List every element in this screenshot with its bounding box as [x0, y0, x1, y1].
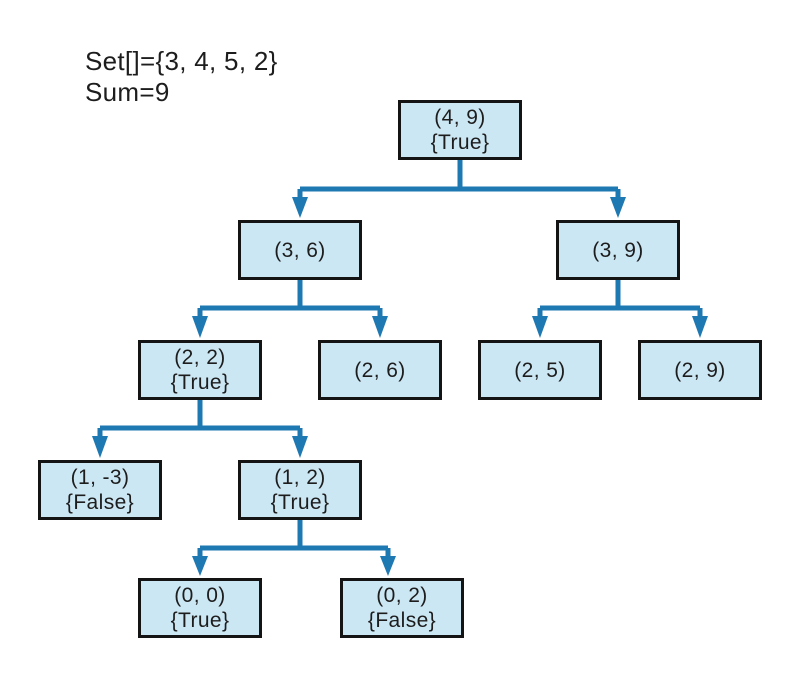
tree-node-2-2: (2, 2) {True}: [138, 340, 262, 400]
tree-node-2-9: (2, 9): [638, 340, 762, 400]
arrowhead-icon: [192, 556, 208, 576]
node-label: (2, 9): [674, 358, 726, 382]
tree-node-0-0: (0, 0) {True}: [138, 578, 262, 638]
arrowhead-icon: [192, 316, 208, 338]
node-status: {True}: [170, 371, 230, 394]
node-label: (2, 5): [514, 358, 566, 382]
node-label: (0, 2): [376, 584, 428, 607]
node-status: {True}: [170, 609, 230, 632]
tree-node-3-9: (3, 9): [556, 220, 680, 280]
arrowhead-icon: [532, 316, 548, 338]
tree-node-2-5: (2, 5): [478, 340, 602, 400]
arrowhead-icon: [380, 556, 396, 576]
connector-39-to-children: [532, 280, 708, 338]
node-label: (0, 0): [174, 584, 226, 607]
connector-12-to-children: [192, 520, 396, 576]
connector-22-to-children: [92, 400, 308, 458]
node-status: {True}: [270, 491, 330, 514]
tree-node-1-2: (1, 2) {True}: [238, 460, 362, 520]
arrowhead-icon: [292, 197, 308, 218]
tree-node-3-6: (3, 6): [238, 220, 362, 280]
tree-node-1-neg3: (1, -3) {False}: [38, 460, 162, 520]
node-label: (2, 2): [174, 346, 226, 369]
tree-node-2-6: (2, 6): [318, 340, 442, 400]
node-label: (2, 6): [354, 358, 406, 382]
tree-node-0-2: (0, 2) {False}: [340, 578, 464, 638]
arrowhead-icon: [692, 316, 708, 338]
problem-statement: Set[]={3, 4, 5, 2} Sum=9: [85, 46, 278, 108]
tree-node-4-9: (4, 9) {True}: [398, 100, 522, 160]
node-label: (3, 9): [592, 238, 644, 262]
node-status: {True}: [430, 131, 490, 154]
node-label: (4, 9): [434, 106, 486, 129]
connector-36-to-children: [192, 280, 388, 338]
sum-label: Sum=9: [85, 77, 170, 107]
set-label: Set[]={3, 4, 5, 2}: [85, 46, 278, 76]
node-label: (1, 2): [274, 466, 326, 489]
arrowhead-icon: [610, 197, 626, 218]
arrowhead-icon: [292, 436, 308, 458]
arrowhead-icon: [92, 436, 108, 458]
node-status: {False}: [65, 491, 135, 514]
node-status: {False}: [367, 609, 437, 632]
arrowhead-icon: [372, 316, 388, 338]
node-label: (3, 6): [274, 238, 326, 262]
connector-root-to-level2: [292, 158, 626, 218]
node-label: (1, -3): [70, 466, 130, 489]
